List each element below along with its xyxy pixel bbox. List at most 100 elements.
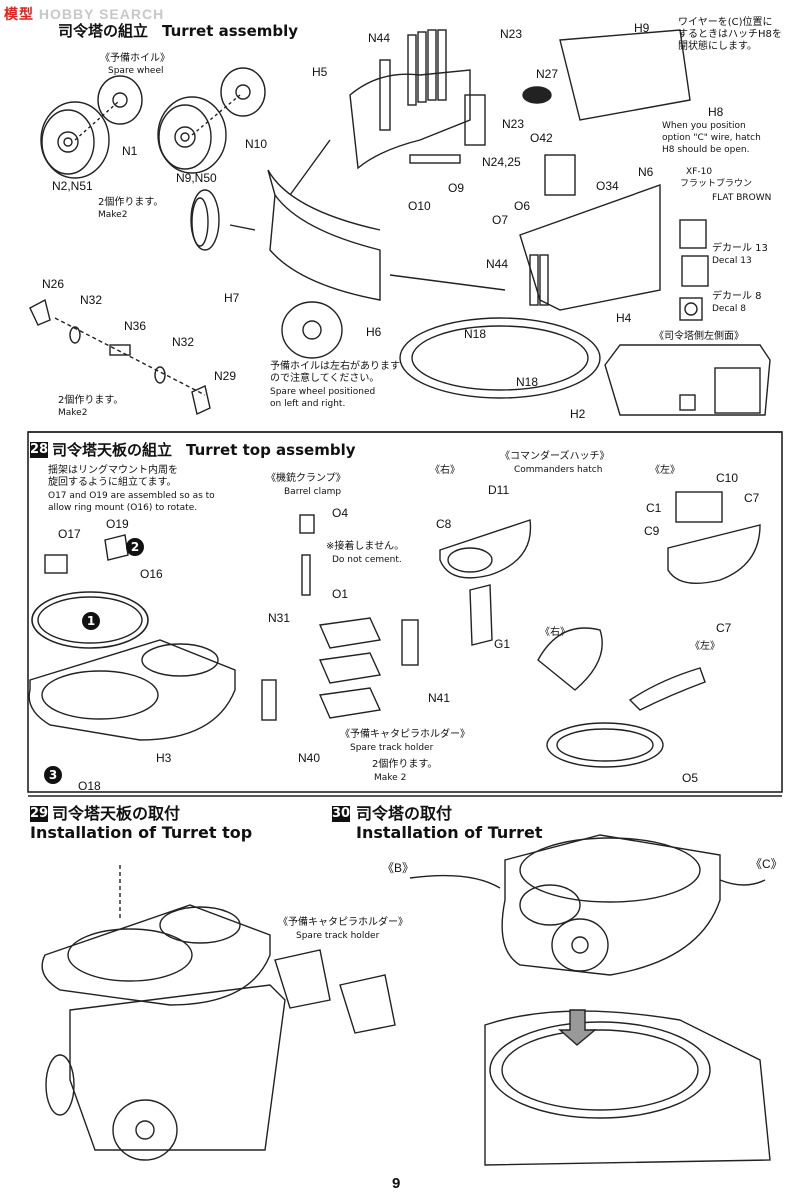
make2-b-jp: 2個作ります。 (58, 395, 124, 406)
part-N18a: N18 (464, 327, 487, 341)
part-O34: O34 (596, 179, 619, 193)
make2-c-en: Make 2 (374, 773, 407, 783)
part-C1: C1 (646, 501, 662, 515)
spare-wheel-en: Spare wheel (108, 66, 164, 76)
part-D11: D11 (488, 483, 510, 497)
part-N18b: N18 (516, 375, 539, 389)
part-H4: H4 (616, 311, 632, 325)
track-holder-jp: 《予備キャタピラホルダー》 (340, 729, 470, 740)
watermark: 模型 HOBBY SEARCH (4, 4, 164, 24)
part-O16: O16 (140, 567, 163, 581)
track-holder-en: Spare track holder (350, 743, 434, 753)
step29-number: 29 (30, 806, 49, 822)
part-N31: N31 (268, 611, 291, 625)
commanders-hatch-en: Commanders hatch (514, 465, 603, 475)
part-O6: O6 (514, 199, 531, 213)
wire-note-jp1: ワイヤーを(C)位置に (678, 17, 773, 28)
part-O10: O10 (408, 199, 431, 213)
part-N23a: N23 (500, 27, 523, 41)
wire-note-en1: When you position (662, 121, 746, 131)
part-N6: N6 (638, 165, 654, 179)
part-C9: C9 (644, 524, 660, 538)
wheel-note-en1: Spare wheel positioned (270, 387, 376, 397)
step27-title-en: Turret assembly (162, 22, 299, 40)
part-N36: N36 (124, 319, 147, 333)
decal13-en: Decal 13 (712, 256, 752, 266)
paint-jp: フラットブラウン (680, 179, 753, 189)
spare-wheel-2 (157, 67, 266, 174)
part-H3: H3 (156, 751, 172, 765)
part-N2N51: N2,N51 (52, 179, 93, 193)
part-N44b: N44 (486, 257, 509, 271)
part-H8: H8 (708, 105, 724, 119)
right-label-2: 《右》 (540, 627, 570, 638)
step29-title-jp: 司令塔天板の取付 (52, 804, 181, 823)
part-N2425: N24,25 (482, 155, 521, 169)
wire-note-en3: H8 should be open. (662, 145, 750, 155)
part-O17: O17 (58, 527, 81, 541)
part-C10: C10 (716, 471, 739, 485)
step30-title-jp: 司令塔の取付 (356, 804, 453, 823)
part-N32a: N32 (80, 293, 103, 307)
part-H6: H6 (366, 325, 382, 339)
part-C7a: C7 (744, 491, 760, 505)
part-C7b: C7 (716, 621, 732, 635)
part-H5: H5 (312, 65, 328, 79)
step28-note-en2: allow ring mount (O16) to rotate. (48, 503, 198, 513)
part-N32b: N32 (172, 335, 195, 349)
part-N10: N10 (245, 137, 268, 151)
part-N23b: N23 (502, 117, 525, 131)
step30-number: 30 (332, 806, 351, 822)
wheel-note-jp2: ので注意してください。 (270, 373, 380, 384)
step-circle-1: 1 (82, 612, 100, 630)
paint-en: FLAT BROWN (712, 193, 772, 203)
commanders-hatch-jp: 《コマンダーズハッチ》 (500, 451, 610, 462)
decal13-jp: デカール 13 (712, 243, 768, 254)
make2-c-jp: 2個作ります。 (372, 759, 438, 770)
wire-note-en2: option "C" wire, hatch (662, 133, 761, 143)
step29-track-jp: 《予備キャタピラホルダー》 (278, 917, 408, 928)
decal8-en: Decal 8 (712, 304, 747, 314)
step28-note-jp2: 旋回するように組立てます。 (48, 477, 177, 488)
part-N27: N27 (536, 67, 559, 81)
make2-a-en: Make2 (98, 210, 128, 220)
watermark-cn: 模型 (4, 6, 34, 22)
paint-code: XF-10 (686, 167, 713, 177)
spare-wheel-jp: 《予備ホイル》 (100, 53, 170, 64)
part-O4: O4 (332, 506, 349, 520)
part-O19: O19 (106, 517, 129, 531)
part-O7: O7 (492, 213, 509, 227)
wire-note-jp3: 開状態にします。 (678, 41, 757, 52)
part-N26: N26 (42, 277, 65, 291)
part-N41: N41 (428, 691, 451, 705)
left-side-jp: 《司令塔側左側面》 (654, 331, 744, 342)
part-C8: C8 (436, 517, 452, 531)
right-label-1: 《右》 (430, 465, 460, 476)
step29-track-en: Spare track holder (296, 931, 380, 941)
step28-note-en1: O17 and O19 are assembled so as to (48, 491, 215, 501)
make2-a-jp: 2個作ります。 (98, 197, 164, 208)
step28-title-en: Turret top assembly (186, 441, 356, 459)
part-O18: O18 (78, 779, 101, 793)
step-circle-3: 3 (44, 766, 62, 784)
part-N40: N40 (298, 751, 321, 765)
part-N1: N1 (122, 144, 138, 158)
left-label-2: 《左》 (690, 641, 720, 652)
part-O42: O42 (530, 131, 553, 145)
step27-title-jp: 司令塔の組立 (58, 22, 149, 40)
wire-note-jp2: するときはハッチH8を (678, 29, 782, 40)
part-H7: H7 (224, 291, 240, 305)
step28-note-jp1: 揺架はリングマウント内周を (48, 465, 178, 476)
step29-title-en: Installation of Turret top (30, 823, 253, 842)
spare-wheel-1 (40, 75, 143, 179)
part-H2: H2 (570, 407, 586, 421)
barrel-clamp-en: Barrel clamp (284, 487, 342, 497)
barrel-clamp-jp: 《機銃クランプ》 (266, 473, 346, 484)
decal8-jp: デカール 8 (712, 291, 762, 302)
step-circle-2: 2 (126, 538, 144, 556)
make2-b-en: Make2 (58, 408, 88, 418)
part-G1: G1 (494, 637, 511, 651)
step28-title-jp: 司令塔天板の組立 (52, 441, 173, 459)
